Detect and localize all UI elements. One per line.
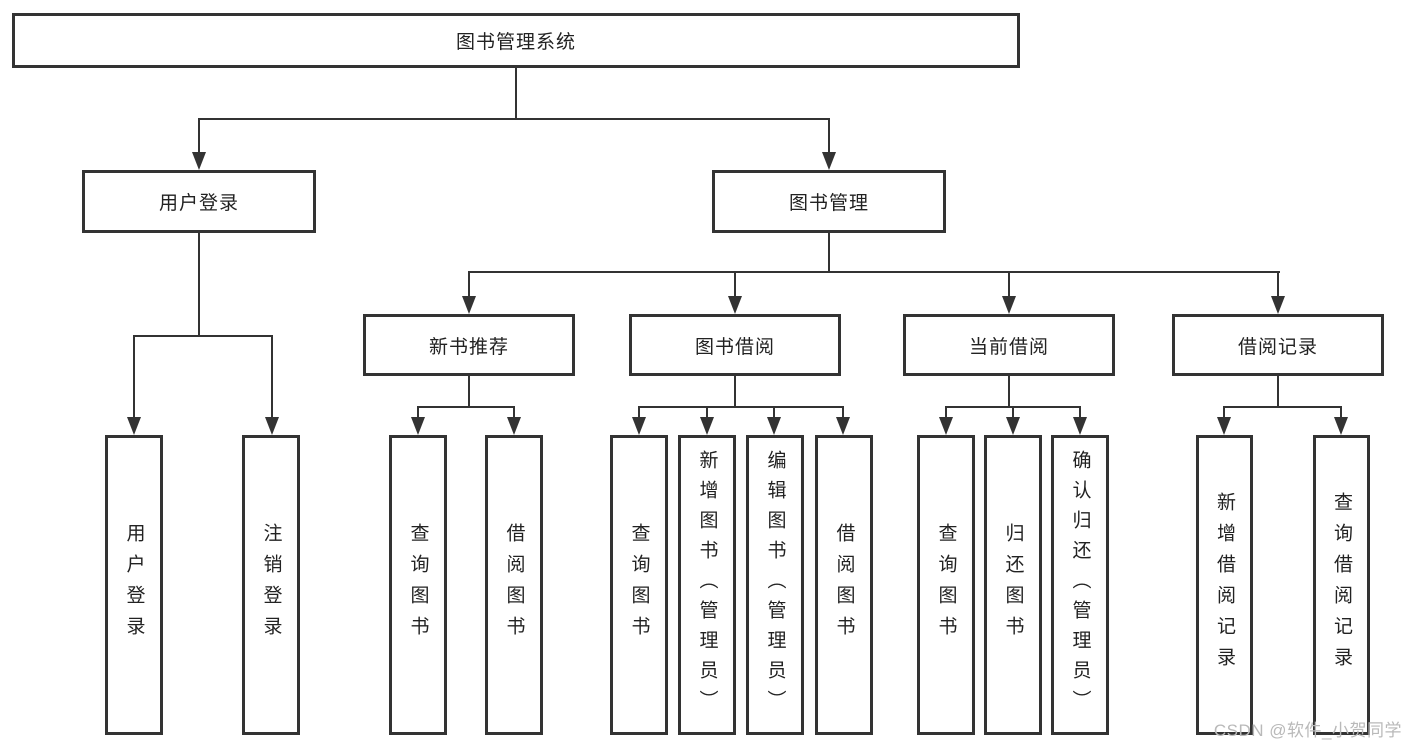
node-user-login-label: 用户登录 [158,193,239,214]
leaf-edit-books-admin: 编辑图书（管理员） [746,435,804,735]
connector-drop-records [1277,271,1279,297]
arrow-down-icon [767,417,781,435]
node-new-book-rec: 新书推荐 [363,314,575,376]
arrow-down-icon [265,417,279,435]
node-book-borrow: 图书借阅 [629,314,841,376]
arrow-down-icon [507,417,521,435]
arrow-down-icon [728,296,742,314]
connector-drop-borrow [734,271,736,297]
leaf-rec-borrow-books-label: 借阅图书 [503,523,525,647]
leaf-user-login-label: 用户登录 [123,523,145,647]
connector-drop-login-leaf [133,335,135,418]
connector-user-stem [198,233,200,335]
connector-drop-borrow-leaf1 [638,406,640,418]
connector-drop-current [1008,271,1010,297]
connector-mgmt-rail [468,271,1280,273]
arrow-down-icon [632,417,646,435]
connector-drop-current-leaf2 [1012,406,1014,418]
node-book-mgmt: 图书管理 [712,170,946,233]
node-current-borrow-label: 当前借阅 [968,336,1049,358]
arrow-down-icon [127,417,141,435]
connector-drop-rec-leaf1 [417,406,419,418]
connector-mgmt-stem [828,233,830,273]
leaf-add-borrow-record-label: 新增借阅记录 [1214,492,1235,678]
arrow-down-icon [836,417,850,435]
leaf-return-books-label: 归还图书 [1002,523,1024,647]
arrow-down-icon [700,417,714,435]
node-new-book-rec-label: 新书推荐 [428,336,509,358]
leaf-current-query-books-label: 查询图书 [935,523,957,647]
arrow-down-icon [1334,417,1348,435]
connector-rec-stem [468,376,470,408]
connector-drop-logout-leaf [271,335,273,418]
leaf-current-query-books: 查询图书 [917,435,975,735]
arrow-down-icon [411,417,425,435]
leaf-query-borrow-record: 查询借阅记录 [1313,435,1370,735]
connector-drop-records-leaf2 [1340,406,1342,418]
leaf-logout: 注销登录 [242,435,300,735]
leaf-confirm-return-admin: 确认归还（管理员） [1051,435,1109,735]
arrow-down-icon [822,152,836,170]
arrow-down-icon [1006,417,1020,435]
connector-current-stem [1008,376,1010,408]
arrow-down-icon [1217,417,1231,435]
leaf-borrow-borrow-books-label: 借阅图书 [833,523,855,647]
leaf-add-books-admin: 新增图书（管理员） [678,435,736,735]
node-book-mgmt-label: 图书管理 [788,193,869,214]
leaf-user-login: 用户登录 [105,435,163,735]
connector-rec-rail [417,406,515,408]
connector-records-stem [1277,376,1279,408]
connector-drop-book-mgmt [828,118,830,154]
leaf-rec-borrow-books: 借阅图书 [485,435,543,735]
connector-borrow-stem [734,376,736,408]
connector-drop-records-leaf1 [1223,406,1225,418]
connector-drop-user-login [198,118,200,154]
leaf-rec-query-books-label: 查询图书 [407,523,429,647]
connector-drop-rec-leaf2 [513,406,515,418]
connector-drop-borrow-leaf2 [706,406,708,418]
leaf-add-borrow-record: 新增借阅记录 [1196,435,1253,735]
leaf-logout-label: 注销登录 [260,523,282,647]
leaf-rec-query-books: 查询图书 [389,435,447,735]
connector-user-rail [133,335,273,337]
connector-drop-borrow-leaf3 [773,406,775,418]
leaf-borrow-query-books-label: 查询图书 [628,523,650,647]
leaf-query-borrow-record-label: 查询借阅记录 [1331,492,1352,678]
node-current-borrow: 当前借阅 [903,314,1115,376]
node-borrow-records: 借阅记录 [1172,314,1384,376]
connector-root-rail [198,118,830,120]
arrow-down-icon [462,296,476,314]
leaf-borrow-borrow-books: 借阅图书 [815,435,873,735]
leaf-return-books: 归还图书 [984,435,1042,735]
connector-drop-current-leaf1 [945,406,947,418]
arrow-down-icon [192,152,206,170]
leaf-confirm-return-admin-label: 确认归还（管理员） [1069,450,1091,720]
connector-drop-current-leaf3 [1079,406,1081,418]
node-root: 图书管理系统 [12,13,1020,68]
node-book-borrow-label: 图书借阅 [694,336,775,358]
node-user-login: 用户登录 [82,170,316,233]
node-root-label: 图书管理系统 [455,32,576,53]
watermark-text: CSDN @软件_小贺同学 [1213,721,1402,740]
connector-drop-rec [468,271,470,297]
leaf-add-books-admin-label: 新增图书（管理员） [696,450,718,720]
leaf-edit-books-admin-label: 编辑图书（管理员） [764,450,786,720]
arrow-down-icon [1002,296,1016,314]
connector-records-rail [1223,406,1342,408]
arrow-down-icon [1073,417,1087,435]
arrow-down-icon [1271,296,1285,314]
connector-drop-borrow-leaf4 [842,406,844,418]
leaf-borrow-query-books: 查询图书 [610,435,668,735]
connector-borrow-rail [638,406,844,408]
arrow-down-icon [939,417,953,435]
node-borrow-records-label: 借阅记录 [1237,336,1318,358]
connector-root-stem [515,68,517,118]
